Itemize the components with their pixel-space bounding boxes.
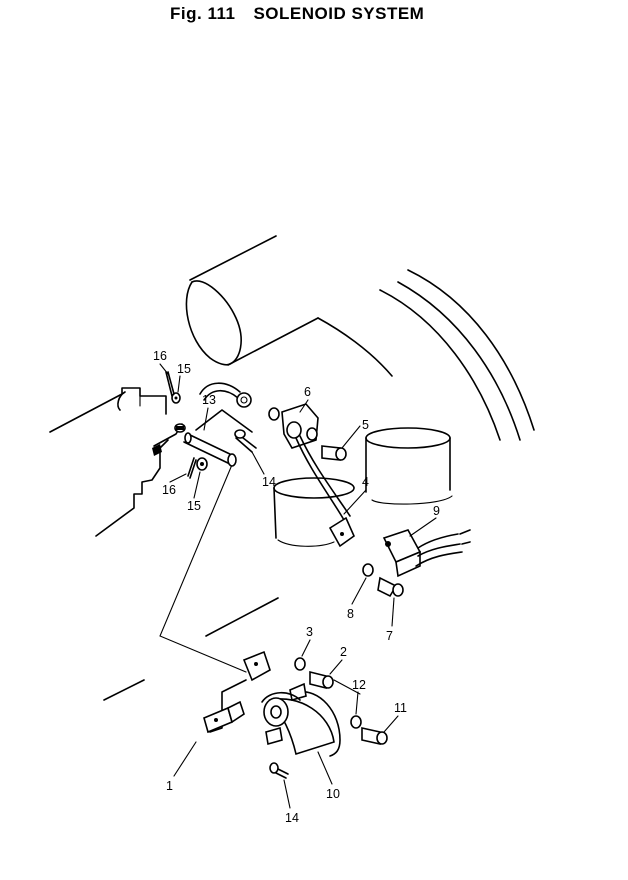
housing-arcs [317, 269, 535, 441]
callout-1: 1 [166, 779, 173, 793]
part-16-pin-upper [165, 371, 175, 397]
part-3-washer [294, 657, 306, 671]
part-13-pin [183, 432, 237, 467]
callout-7: 7 [386, 629, 393, 643]
ground-lines [103, 597, 279, 701]
part-1-bracket [203, 650, 271, 734]
part-15-washer-upper [171, 392, 181, 404]
background-cylinders [273, 427, 453, 547]
tank-cylinder [185, 235, 319, 366]
part-15-washer-lower [196, 457, 208, 471]
callout-14-upper: 14 [262, 475, 276, 489]
part-14-bolt-lower [269, 762, 289, 779]
part-4-rod [295, 435, 355, 548]
callout-14-lower: 14 [285, 811, 299, 825]
figure-name: SOLENOID SYSTEM [253, 4, 425, 23]
callout-3: 3 [306, 625, 313, 639]
part-2-bolt [309, 670, 334, 690]
part-8-washer [362, 563, 374, 577]
part-6-bracket [268, 403, 319, 449]
part-9-relay [382, 529, 471, 578]
callout-10: 10 [326, 787, 340, 801]
pin-upper-bracket [174, 423, 186, 433]
engine-block [49, 387, 169, 537]
part-5-bolt [321, 445, 347, 461]
callout-15-lower: 15 [187, 499, 201, 513]
callout-2: 2 [340, 645, 347, 659]
callout-4: 4 [362, 475, 369, 489]
linkage-pipe [199, 382, 252, 408]
callout-15-upper: 15 [177, 362, 191, 376]
callout-16-upper: 16 [153, 349, 167, 363]
callout-8: 8 [347, 607, 354, 621]
part-10-solenoid [261, 682, 341, 757]
figure-title: Fig. 111 SOLENOID SYSTEM [170, 4, 424, 24]
part-12-washer [350, 715, 362, 729]
figure-number: Fig. 111 [170, 4, 236, 23]
callout-6: 6 [304, 385, 311, 399]
callout-16-lower: 16 [162, 483, 176, 497]
callout-9: 9 [433, 504, 440, 518]
callout-12: 12 [352, 678, 366, 692]
callout-11: 11 [394, 701, 407, 715]
part-7-bolt [377, 576, 404, 598]
part-14-bolt-upper [234, 429, 257, 453]
part-16-pin-lower [187, 457, 197, 479]
callout-13: 13 [202, 393, 216, 407]
callout-5: 5 [362, 418, 369, 432]
callout-ticks [159, 363, 437, 809]
part-11-bolt [361, 727, 388, 745]
callout-labels: 1 2 3 4 5 6 7 8 9 10 11 12 13 14 14 15 1… [153, 349, 440, 825]
